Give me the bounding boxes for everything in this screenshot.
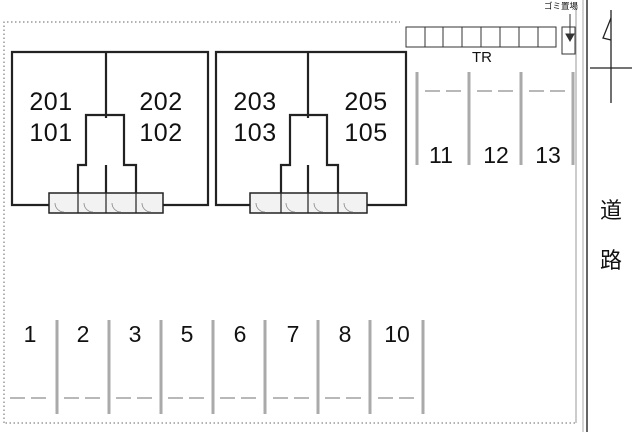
entrance-porch-a bbox=[48, 192, 164, 214]
parking-space-11: 11 bbox=[429, 142, 453, 168]
room-label-103: 103 bbox=[233, 119, 277, 147]
trash-area bbox=[561, 26, 576, 55]
parking-space-8: 8 bbox=[338, 321, 352, 347]
building-a bbox=[10, 50, 210, 207]
entrance-porch-b bbox=[249, 192, 368, 214]
parking-space-13: 13 bbox=[535, 142, 561, 168]
road-label-2: 路 bbox=[599, 249, 622, 274]
room-label-202: 202 bbox=[139, 88, 183, 116]
parking-space-5: 5 bbox=[180, 321, 194, 347]
room-label-205: 205 bbox=[344, 88, 388, 116]
room-label-101: 101 bbox=[29, 119, 73, 147]
parking-bottom-lines bbox=[55, 320, 425, 414]
bicycle-rack bbox=[405, 26, 557, 48]
room-label-201: 201 bbox=[29, 88, 73, 116]
parking-space-2: 2 bbox=[76, 321, 90, 347]
trash-pointer-icon bbox=[565, 14, 575, 43]
room-label-105: 105 bbox=[344, 119, 388, 147]
building-b bbox=[214, 50, 408, 207]
parking-space-1: 1 bbox=[23, 321, 37, 347]
parking-space-7: 7 bbox=[286, 321, 300, 347]
property-boundary bbox=[3, 21, 575, 424]
room-label-203: 203 bbox=[233, 88, 277, 116]
trash-area-label: ゴミ置場 bbox=[544, 2, 579, 12]
parking-space-12: 12 bbox=[483, 142, 509, 168]
parking-space-10: 10 bbox=[384, 321, 410, 347]
parking-front-lines bbox=[415, 72, 575, 165]
parking-space-3: 3 bbox=[128, 321, 142, 347]
transformer-label: TR bbox=[472, 49, 492, 66]
road-label-1: 道 bbox=[599, 199, 622, 224]
north-arrow-icon bbox=[590, 10, 632, 103]
parking-space-6: 6 bbox=[233, 321, 247, 347]
room-label-102: 102 bbox=[139, 119, 183, 147]
